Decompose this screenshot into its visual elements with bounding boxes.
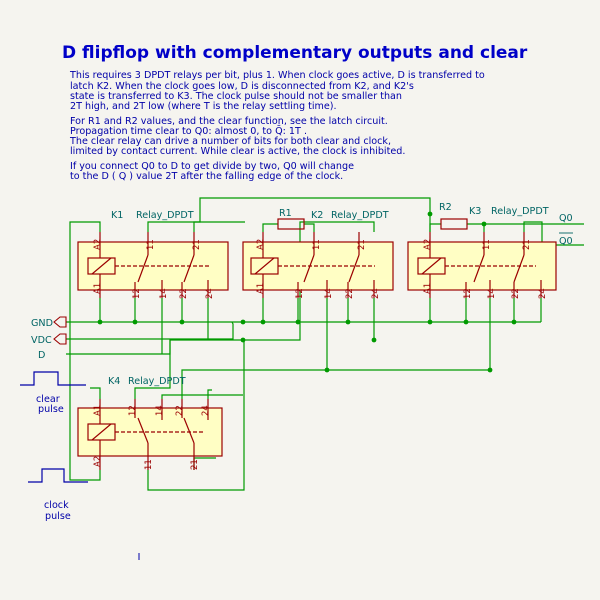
- pin-label: A1: [423, 283, 433, 294]
- pin-label: 14: [487, 288, 497, 299]
- resistor-r2: R2: [439, 202, 468, 230]
- pin-label: A2: [93, 239, 103, 250]
- relay-k4: K4 Relay_DPDT A1 12 14 22 24 A2 11 21: [77, 376, 223, 470]
- note-line: latch K2. When the clock goes low, D is …: [70, 81, 414, 92]
- pin-label: 14: [159, 288, 169, 299]
- pin-label: 11: [312, 239, 322, 250]
- relay-value: Relay_DPDT: [331, 210, 389, 221]
- pin-label: 14: [155, 405, 165, 416]
- relay-ref: K4: [108, 376, 120, 387]
- pin-label: 12: [295, 288, 305, 299]
- clear-pulse-label: clear: [36, 394, 60, 405]
- relay-ref: K1: [111, 210, 123, 221]
- note-line: state is transferred to K3. The clock pu…: [70, 91, 402, 102]
- clock-pulse-graphic: clock pulse: [28, 468, 88, 522]
- junctions: [97, 211, 517, 373]
- note-line: The clear relay can drive a number of bi…: [69, 136, 391, 147]
- pin-label: 22: [179, 288, 189, 299]
- pin-label: 21: [192, 239, 202, 250]
- pin-label: 22: [511, 288, 521, 299]
- pin-label: 14: [324, 288, 334, 299]
- pin-label: 11: [144, 459, 154, 470]
- pin-label: 24: [201, 405, 211, 416]
- pin-label: A2: [256, 239, 266, 250]
- net-label: Q0: [559, 213, 573, 224]
- relay-value: Relay_DPDT: [136, 210, 194, 221]
- pin-label: A2: [93, 456, 103, 467]
- pin-label: 24: [538, 288, 548, 299]
- clock-pulse-label: clock: [44, 500, 69, 511]
- pin-label: 12: [132, 288, 142, 299]
- clear-pulse-graphic: clear pulse: [20, 371, 86, 415]
- note-line: 2T high, and 2T low (where T is the rela…: [70, 101, 337, 112]
- note-line: This requires 3 DPDT relays per bit, plu…: [69, 70, 485, 81]
- pin-label: A1: [93, 283, 103, 294]
- pin-label: 21: [522, 239, 532, 250]
- net-q0bar: Q0: [559, 232, 573, 247]
- resistor-ref: R1: [279, 208, 292, 219]
- pin-label: A2: [423, 239, 433, 250]
- port-arrow-icon: [53, 316, 67, 328]
- pin-label: 21: [190, 459, 200, 470]
- pin-label: 22: [175, 405, 185, 416]
- notes-block: This requires 3 DPDT relays per bit, plu…: [69, 70, 485, 182]
- note-line: For R1 and R2 values, and the clear func…: [70, 116, 388, 127]
- relay-ref: K3: [469, 206, 481, 217]
- net-vdc: VDC: [31, 333, 67, 346]
- note-line: limited by contact current. While clear …: [70, 146, 405, 157]
- relay-k1: K1 Relay_DPDT A2 11 21 A1 12 14 22 24: [77, 210, 229, 299]
- net-label: D: [38, 350, 45, 361]
- schematic-title: D flipflop with complementary outputs an…: [62, 43, 528, 63]
- resistor-r1: R1: [277, 208, 305, 230]
- resistor-ref: R2: [439, 202, 452, 213]
- note-line: Propagation time clear to Q0: almost 0, …: [70, 124, 307, 137]
- pin-label: A1: [256, 283, 266, 294]
- net-label: Q0: [559, 236, 573, 247]
- relay-value: Relay_DPDT: [128, 376, 186, 387]
- net-label: VDC: [31, 335, 52, 346]
- pin-label: 12: [128, 405, 138, 416]
- net-label: GND: [31, 318, 53, 329]
- net-d: D: [38, 350, 45, 361]
- pin-label: 24: [205, 288, 215, 299]
- pin-label: 24: [371, 288, 381, 299]
- relay-k3: K3 Relay_DPDT A2 11 21 A1 12 14 22 24: [407, 206, 557, 299]
- pin-label: 12: [463, 288, 473, 299]
- net-q0: Q0: [559, 213, 573, 224]
- note-line: to the D ( Q ) value 2T after the fallin…: [70, 171, 343, 182]
- clear-pulse-label: pulse: [38, 404, 64, 415]
- note-line: If you connect Q0 to D to get divide by …: [70, 161, 354, 172]
- pin-label: 22: [345, 288, 355, 299]
- pin-label: 21: [357, 239, 367, 250]
- net-gnd: GND: [31, 316, 67, 329]
- pin-label: A1: [93, 405, 103, 416]
- relay-k2: K2 Relay_DPDT A2 11 21 A1 12 14 22 24: [242, 210, 394, 299]
- clock-pulse-label: pulse: [45, 511, 71, 522]
- pin-label: 11: [146, 239, 156, 250]
- port-arrow-icon: [53, 333, 67, 345]
- relay-ref: K2: [311, 210, 323, 221]
- pin-label: 11: [482, 239, 492, 250]
- relay-value: Relay_DPDT: [491, 206, 549, 217]
